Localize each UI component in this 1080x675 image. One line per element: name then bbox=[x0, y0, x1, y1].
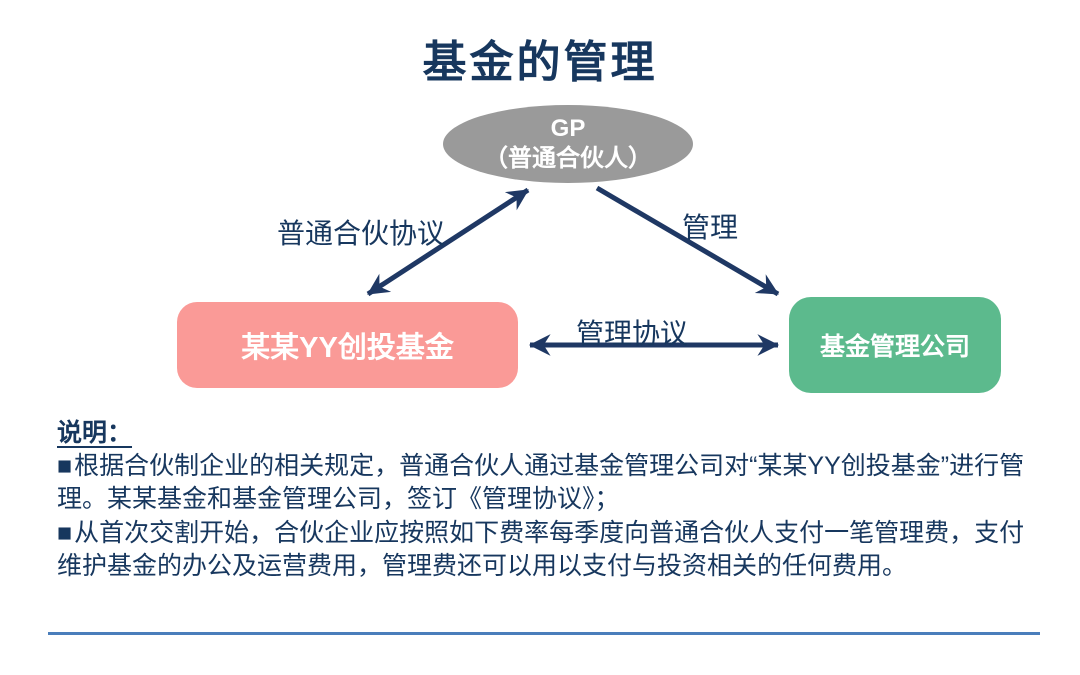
partnership-agreement-arrow bbox=[366, 187, 530, 297]
note-item-1: ■根据合伙制企业的相关规定，普通合伙人通过基金管理公司对“某某YY创投基金”进行… bbox=[57, 450, 1032, 515]
page-title: 基金的管理 bbox=[422, 38, 658, 87]
gp-node-subtitle: （普通合伙人） bbox=[484, 145, 652, 172]
note-item-2: ■从首次交割开始，合伙企业应按照如下费率每季度向普通合伙人支付一笔管理费，支付维… bbox=[57, 517, 1032, 582]
notes-heading: 说明： bbox=[57, 419, 133, 447]
gp-node-title: GP bbox=[550, 115, 586, 142]
gp-node: GP （普通合伙人） bbox=[443, 105, 693, 183]
footer-divider bbox=[48, 632, 1040, 635]
note-item-1-text: 根据合伙制企业的相关规定，普通合伙人通过基金管理公司对“某某YY创投基金”进行管… bbox=[57, 452, 1025, 513]
fund-node: 某某YY创投基金 bbox=[177, 302, 518, 388]
fund-node-label: 某某YY创投基金 bbox=[241, 332, 454, 364]
company-node: 基金管理公司 bbox=[789, 297, 1001, 393]
edge-label-management-agreement: 管理协议 bbox=[576, 318, 689, 349]
edge-label-manage: 管理 bbox=[682, 212, 739, 243]
manage-arrow bbox=[595, 185, 780, 297]
company-node-label: 基金管理公司 bbox=[819, 333, 970, 361]
bullet-square-icon: ■ bbox=[57, 519, 73, 547]
note-item-2-text: 从首次交割开始，合伙企业应按照如下费率每季度向普通合伙人支付一笔管理费，支付维护… bbox=[57, 519, 1025, 580]
edge-label-partnership-agreement: 普通合伙协议 bbox=[277, 218, 446, 249]
bullet-square-icon: ■ bbox=[57, 452, 73, 480]
